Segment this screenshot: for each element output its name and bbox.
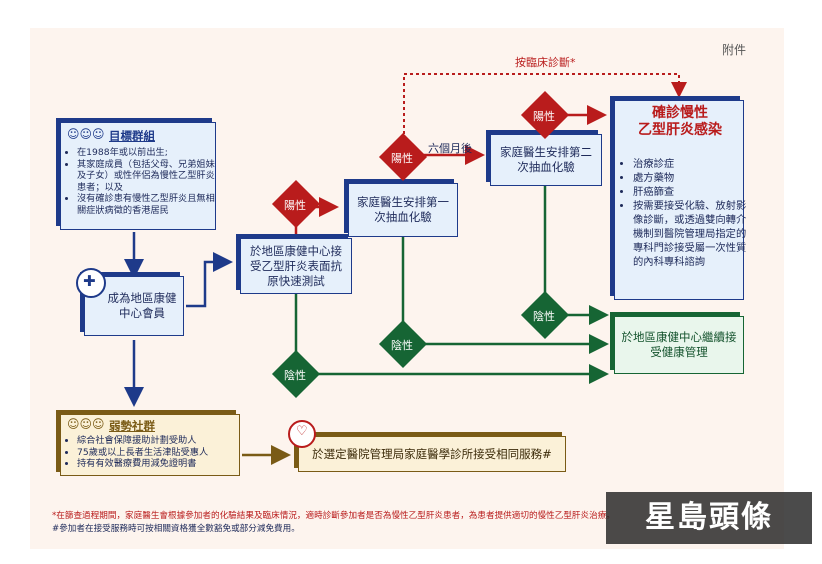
ha-family-clinic-box: 於選定醫院管理局家庭醫學診所接受相同服務# <box>298 436 566 472</box>
publisher-watermark: 星島頭條 <box>606 492 812 544</box>
list-item: 沒有確診患有慢性乙型肝炎且無相關症狀病徵的香港居民 <box>77 193 223 216</box>
footnote-2: #參加者在接受服務時可按相關資格獲全數豁免或部分減免費用。 <box>52 524 300 534</box>
vulnerable-group-box: ☺☺☺ 弱勢社群 綜合社會保障援助計劃受助人 75歲或以上長者生活津貼受惠人 持… <box>60 414 240 476</box>
people-icon: ☺☺☺ <box>67 127 105 141</box>
first-blood-test-label: 家庭醫生安排第一次抽血化驗 <box>357 195 449 224</box>
positive-decision: 陽性 <box>271 179 321 229</box>
health-management-box: 於地區康健中心繼續接受健康管理 <box>614 316 744 374</box>
arrow-member-to-test <box>186 252 233 308</box>
health-management-label: 於地區康健中心繼續接受健康管理 <box>621 330 737 359</box>
arrow-clinical-diagnosis <box>403 73 687 152</box>
list-item: 肝癌篩查 <box>633 185 751 199</box>
people-icon: ☺☺☺ <box>67 417 105 431</box>
arrow-second-test-negative <box>543 186 609 325</box>
positive-decision: 陽性 <box>378 132 428 182</box>
target-group-box: ☺☺☺ 目標群組 在1988年或以前出生; 其家庭成員（包括父母、兄弟姐妹及子女… <box>60 122 216 230</box>
clinical-diagnosis-label: 按臨床診斷* <box>515 56 576 69</box>
vulnerable-group-list: 綜合社會保障援助計劃受助人 75歲或以上長者生活津貼受惠人 持有有效醫療費用減免… <box>65 435 249 470</box>
list-item: 治療診症 <box>633 157 751 171</box>
list-item: 處方藥物 <box>633 171 751 185</box>
footnote-1: *在篩查過程期間，家庭醫生會根據參加者的化驗結果及臨床情況，適時診斷參加者是否為… <box>52 511 615 521</box>
negative-decision: 陰性 <box>271 349 321 399</box>
list-item: 75歲或以上長者生活津貼受惠人 <box>77 447 249 459</box>
second-blood-test-box: 家庭醫生安排第二次抽血化驗 <box>490 134 602 186</box>
diagnosis-list: 治療診症 處方藥物 肝癌篩查 按需要接受化驗、放射影像診斷，或透過雙向轉介機制到… <box>621 157 751 269</box>
vulnerable-group-title: 弱勢社群 <box>109 419 155 433</box>
annex-label: 附件 <box>722 43 747 57</box>
list-item: 持有有效醫療費用減免證明書 <box>77 458 249 470</box>
positive-decision: 陽性 <box>520 90 570 140</box>
negative-decision: 陰性 <box>378 319 428 369</box>
target-group-title: 目標群組 <box>109 129 155 143</box>
six-months-label: 六個月後 <box>428 142 472 155</box>
dhc-logo-icon: ✚ <box>76 268 106 298</box>
diagnosis-box: 確診慢性 乙型肝炎感染 治療診症 處方藥物 肝癌篩查 按需要接受化驗、放射影像診… <box>614 100 746 300</box>
first-blood-test-box: 家庭醫生安排第一次抽血化驗 <box>348 183 458 237</box>
diagnosis-title: 確診慢性 乙型肝炎感染 <box>638 105 722 138</box>
list-item: 綜合社會保障援助計劃受助人 <box>77 435 249 447</box>
ha-family-clinic-label: 於選定醫院管理局家庭醫學診所接受相同服務# <box>312 446 552 461</box>
antigen-test-box: 於地區康健中心接受乙型肝炎表面抗原快速測試 <box>240 238 352 294</box>
list-item: 在1988年或以前出生; <box>77 147 223 159</box>
second-blood-test-label: 家庭醫生安排第二次抽血化驗 <box>500 145 592 174</box>
arrow-first-test-negative <box>401 236 609 354</box>
negative-decision: 陰性 <box>520 290 570 340</box>
target-group-list: 在1988年或以前出生; 其家庭成員（包括父母、兄弟姐妹及子女）或性伴侶為慢性乙… <box>65 147 223 216</box>
list-item: 按需要接受化驗、放射影像診斷，或透過雙向轉介機制到醫院管理局指定的專科門診接受屬… <box>633 199 751 269</box>
member-label: 成為地區康健中心會員 <box>107 291 177 320</box>
hospital-authority-logo-icon: ♡ <box>288 420 316 448</box>
antigen-test-label: 於地區康健中心接受乙型肝炎表面抗原快速測試 <box>250 243 342 288</box>
list-item: 其家庭成員（包括父母、兄弟姐妹及子女）或性伴侶為慢性乙型肝炎患者；以及 <box>77 159 223 194</box>
